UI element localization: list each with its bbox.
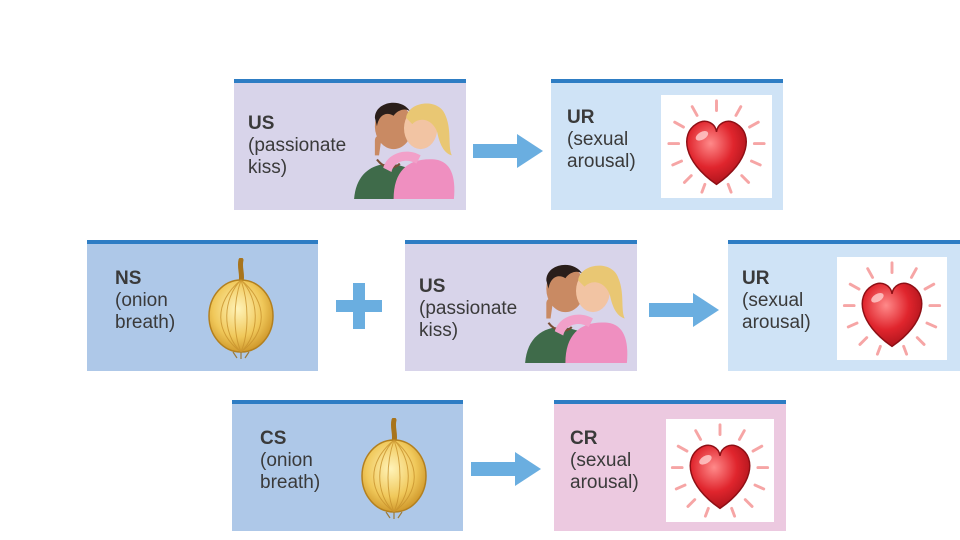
ur-label: UR (sexual arousal): [567, 107, 636, 173]
ur-box-row2: UR (sexual arousal): [728, 240, 960, 371]
us-label: US (passionate kiss): [248, 113, 346, 179]
ur-desc-line1-row2: (sexual: [742, 290, 804, 311]
glowing-heart-icon: [667, 99, 766, 194]
us-desc-line2-row2: kiss): [419, 320, 459, 341]
cs-desc-line1: (onion: [260, 450, 313, 471]
ns-abbr: NS: [115, 268, 142, 289]
ns-box: NS (onion breath): [87, 240, 318, 371]
us-desc-line1-row2: (passionate: [419, 298, 518, 319]
kissing-couple-icon: [524, 263, 629, 364]
onion-icon: [205, 258, 277, 360]
kissing-couple-icon: [353, 101, 456, 199]
ns-label: NS (onion breath): [115, 268, 175, 334]
us-desc-line1: (passionate: [248, 135, 347, 156]
right-arrow-icon: [471, 452, 541, 486]
glowing-heart-icon: [842, 261, 942, 356]
cs-desc-line2: breath): [260, 472, 321, 493]
right-arrow-icon: [649, 293, 719, 327]
cr-desc-line1: (sexual: [570, 450, 632, 471]
right-arrow-icon: [473, 134, 543, 168]
heart-frame: [666, 419, 774, 522]
cr-abbr: CR: [570, 428, 598, 449]
ur-desc-line2: arousal): [567, 151, 636, 172]
us-abbr-row2: US: [419, 276, 446, 297]
ur-desc-line2-row2: arousal): [742, 312, 811, 333]
plus-icon: [336, 283, 382, 329]
cs-abbr: CS: [260, 428, 287, 449]
cr-label: CR (sexual arousal): [570, 428, 639, 494]
ur-desc-line1: (sexual: [567, 129, 629, 150]
ns-desc-line1: (onion: [115, 290, 168, 311]
cs-label: CS (onion breath): [260, 428, 320, 494]
us-box-row2: US (passionate kiss): [405, 240, 637, 371]
cs-box: CS (onion breath): [232, 400, 463, 531]
us-box-row1: US (passionate kiss): [234, 79, 466, 210]
us-abbr: US: [248, 113, 275, 134]
onion-icon: [358, 418, 430, 520]
cr-box: CR (sexual arousal): [554, 400, 786, 531]
ur-label-row2: UR (sexual arousal): [742, 268, 811, 334]
ur-box-row1: UR (sexual arousal): [551, 79, 783, 210]
ur-abbr-row2: UR: [742, 268, 770, 289]
heart-frame: [661, 95, 772, 198]
ur-abbr: UR: [567, 107, 595, 128]
glowing-heart-icon: [670, 423, 770, 518]
cr-desc-line2: arousal): [570, 472, 639, 493]
ns-desc-line2: breath): [115, 312, 176, 333]
heart-frame: [837, 257, 947, 360]
us-desc-line2: kiss): [248, 157, 288, 178]
us-label-row2: US (passionate kiss): [419, 276, 517, 342]
